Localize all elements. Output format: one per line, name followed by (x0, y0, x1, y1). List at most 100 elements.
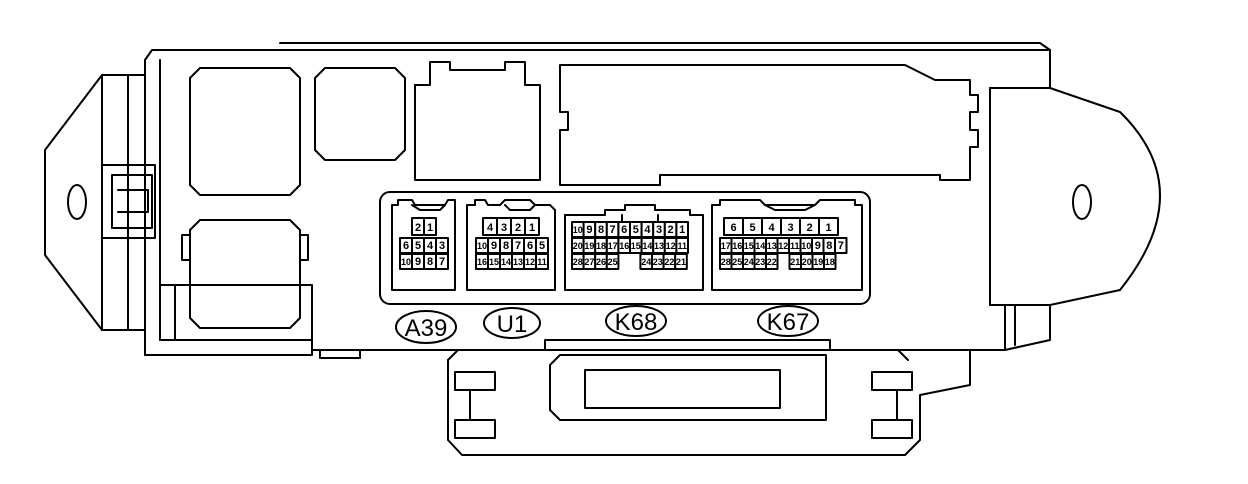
pin-number: 13 (513, 257, 523, 267)
pin-number: 9 (586, 224, 592, 236)
left-mounting-hole (67, 184, 87, 220)
label-k68-text: K68 (615, 309, 658, 336)
pin-number: 1 (825, 222, 831, 234)
pin-number: 2 (515, 222, 521, 234)
pin-number: 22 (767, 257, 777, 267)
connector-label-a39: A39 (395, 310, 457, 344)
junction-block-housing (44, 42, 1161, 456)
connector-u1-outline (466, 199, 556, 291)
pin-number: 23 (653, 257, 663, 267)
pin-number: 3 (501, 222, 507, 234)
pin-number: 16 (619, 241, 629, 251)
pin-number: 19 (813, 257, 823, 267)
pin-cell (765, 253, 779, 270)
connector-bay (379, 191, 871, 305)
pin-number: 22 (664, 257, 674, 267)
pin-number: 15 (744, 241, 754, 251)
pin-number: 6 (527, 240, 533, 252)
pin-number: 10 (573, 225, 583, 235)
label-u1-text: U1 (497, 311, 528, 338)
pin-number: 14 (642, 241, 652, 251)
pin-number: 5 (539, 240, 545, 252)
pin-number: 14 (755, 241, 765, 251)
pin-number: 4 (644, 224, 651, 236)
pin-number: 7 (515, 240, 521, 252)
pin-number: 12 (778, 241, 788, 251)
pin-number: 16 (477, 257, 487, 267)
pin-number: 18 (825, 257, 835, 267)
pin-number: 18 (596, 241, 606, 251)
pin-cell (423, 217, 437, 236)
pin-cell (535, 253, 549, 270)
connector-a39-outline (391, 199, 456, 291)
pin-number: 27 (584, 257, 594, 267)
connector-k67-outline (711, 199, 863, 291)
pin-number: 9 (491, 240, 497, 252)
pin-number: 17 (721, 241, 731, 251)
pin-number: 6 (730, 222, 736, 234)
pin-number: 11 (537, 257, 547, 267)
pin-number: 6 (403, 240, 409, 252)
pin-number: 23 (755, 257, 765, 267)
pin-number: 25 (732, 257, 742, 267)
pin-number: 11 (677, 241, 687, 251)
pin-cell (605, 253, 620, 270)
connector-label-k68: K68 (605, 305, 667, 337)
pin-number: 9 (415, 256, 421, 268)
pin-number: 21 (790, 257, 800, 267)
pin-number: 16 (732, 241, 742, 251)
pin-number: 10 (477, 241, 487, 251)
pin-number: 5 (633, 224, 639, 236)
pin-number: 19 (584, 241, 594, 251)
pin-number: 4 (487, 222, 494, 234)
pin-number: 8 (427, 256, 433, 268)
pin-number: 10 (401, 257, 411, 267)
connector-label-k67: K67 (757, 305, 819, 337)
pin-cell (834, 237, 848, 254)
pin-number: 6 (621, 224, 627, 236)
pin-number: 10 (801, 241, 811, 251)
pin-cell (674, 253, 688, 270)
pin-cell (524, 217, 540, 236)
label-k67-text: K67 (767, 309, 810, 336)
pin-number: 24 (744, 257, 754, 267)
pin-number: 3 (439, 240, 445, 252)
pin-number: 7 (439, 256, 445, 268)
pin-number: 17 (608, 241, 618, 251)
pin-number: 8 (826, 240, 832, 252)
pin-number: 2 (415, 222, 421, 234)
connector-label-u1: U1 (483, 307, 541, 339)
pin-number: 8 (503, 240, 509, 252)
pin-number: 13 (767, 241, 777, 251)
pin-number: 4 (427, 240, 434, 252)
pin-cell (818, 217, 839, 236)
pin-number: 5 (415, 240, 421, 252)
pin-number: 28 (721, 257, 731, 267)
pin-number: 20 (573, 241, 583, 251)
pin-number: 1 (679, 224, 685, 236)
pin-cell (823, 253, 837, 270)
pin-number: 21 (676, 257, 686, 267)
pin-number: 3 (787, 222, 793, 234)
pin-number: 2 (806, 222, 812, 234)
upper-component-blocks (181, 61, 979, 329)
pin-number: 13 (654, 241, 664, 251)
pin-number: 11 (790, 241, 800, 251)
pin-number: 25 (608, 257, 618, 267)
pin-number: 1 (427, 222, 433, 234)
pin-number: 3 (656, 224, 662, 236)
pin-number: 12 (666, 241, 676, 251)
pin-number: 20 (802, 257, 812, 267)
pin-number: 14 (501, 257, 511, 267)
pin-number: 7 (838, 240, 844, 252)
pin-number: 7 (610, 224, 616, 236)
pin-number: 2 (668, 224, 674, 236)
pin-number: 4 (768, 222, 775, 234)
pin-number: 5 (749, 222, 755, 234)
pin-number: 1 (529, 222, 535, 234)
label-a39-text: A39 (405, 315, 448, 342)
